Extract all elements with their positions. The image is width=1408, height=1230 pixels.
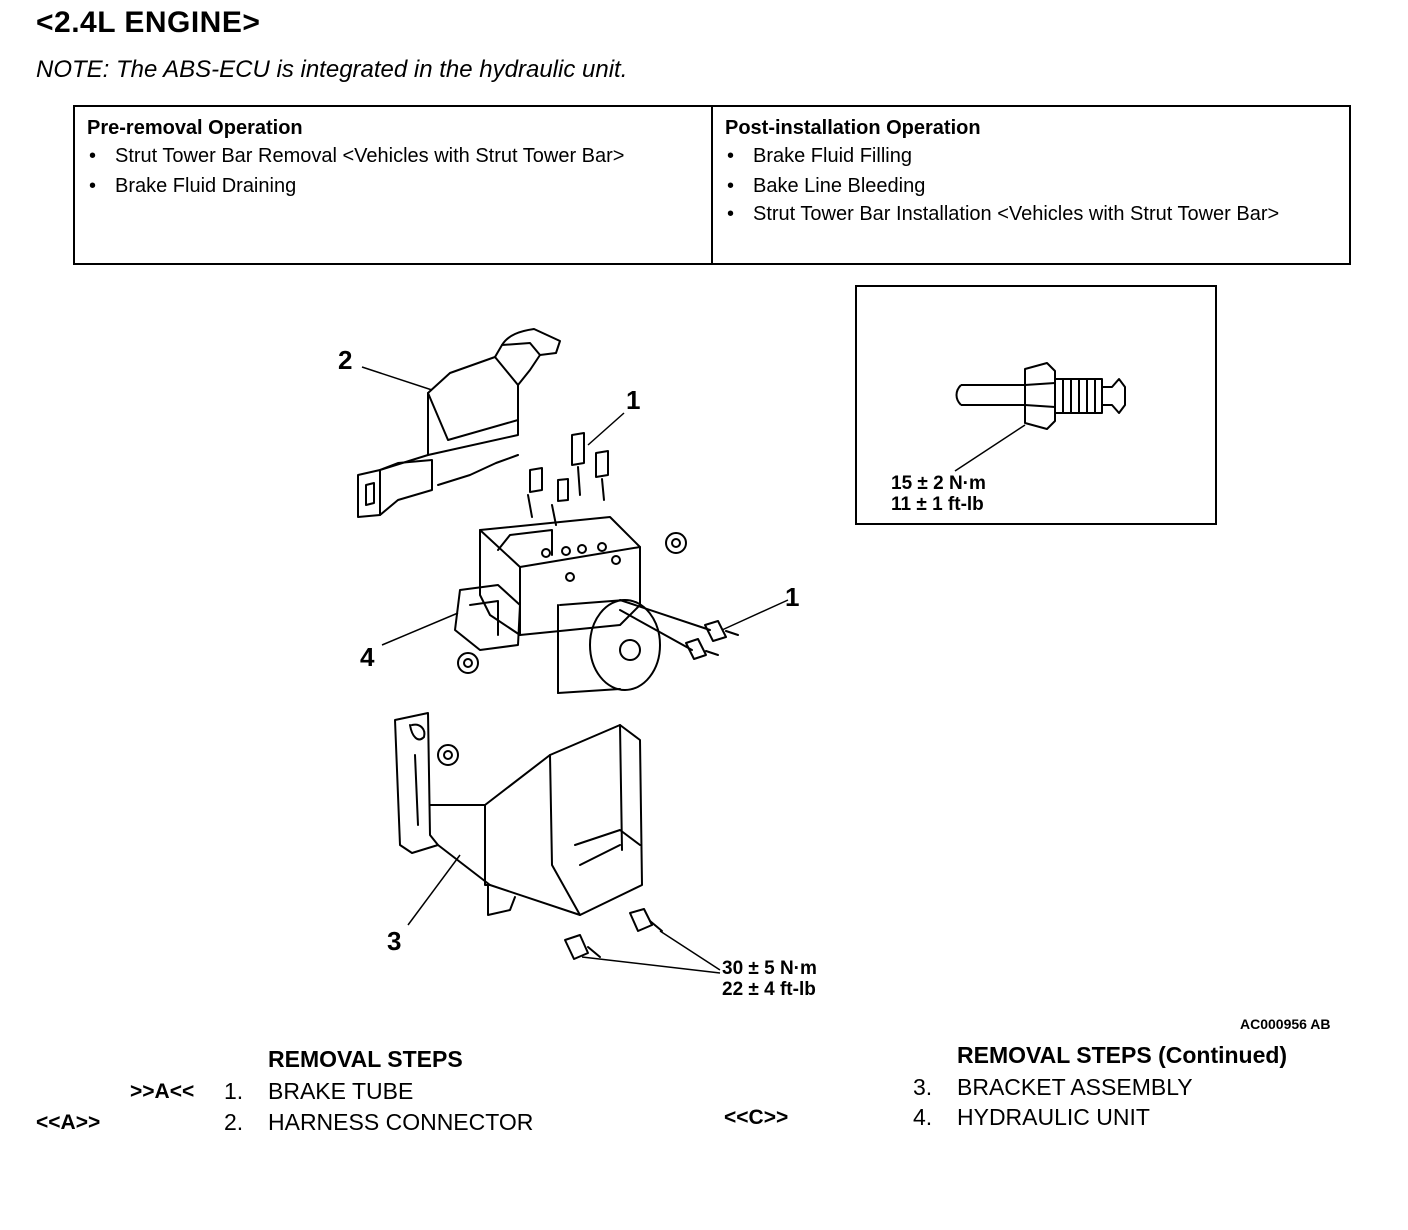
post-installation-column: Post-installation Operation •Brake Fluid… xyxy=(713,107,1349,263)
bullet-icon: • xyxy=(727,203,735,225)
step-mark: >>A<< xyxy=(130,1080,195,1103)
note-text: NOTE: The ABS-ECU is integrated in the h… xyxy=(36,56,628,83)
operations-table: Pre-removal Operation •Strut Tower Bar R… xyxy=(73,105,1351,265)
callout-1-top: 1 xyxy=(626,385,641,415)
step-label: HARNESS CONNECTOR xyxy=(268,1109,534,1135)
step-number: 2. xyxy=(224,1109,244,1135)
bracket-torque-label: 30 ± 5 N·m 22 ± 4 ft-lb xyxy=(722,958,817,1000)
callout-3: 3 xyxy=(387,926,402,956)
exploded-view-illustration: 2 1 1 4 3 30 ± 5 N·m 22 ± 4 ft-lb xyxy=(320,285,880,1010)
step-mark: <<A>> xyxy=(36,1111,101,1134)
step-label: HYDRAULIC UNIT xyxy=(957,1104,1150,1130)
bullet-icon: • xyxy=(727,175,735,197)
callout-4: 4 xyxy=(360,642,375,672)
figure-reference-code: AC000956 AB xyxy=(1240,1016,1331,1032)
bullet-icon: • xyxy=(89,175,97,197)
callout-2: 2 xyxy=(338,345,353,375)
step-number: 1. xyxy=(224,1078,244,1104)
callout-1-side: 1 xyxy=(785,582,800,612)
removal-steps-heading: REMOVAL STEPS xyxy=(268,1046,463,1072)
bullet-icon: • xyxy=(727,145,735,167)
page-title: <2.4L ENGINE> xyxy=(36,6,261,39)
step-mark: <<C>> xyxy=(724,1106,789,1129)
removal-steps-continued-heading: REMOVAL STEPS (Continued) xyxy=(957,1042,1288,1068)
flare-nut-drawing xyxy=(954,362,1126,472)
pre-removal-item: •Strut Tower Bar Removal <Vehicles with … xyxy=(89,145,625,167)
bullet-icon: • xyxy=(89,145,97,167)
fitting-torque-inset: 15 ± 2 N·m 11 ± 1 ft-lb xyxy=(855,285,1217,525)
fitting-torque-label: 15 ± 2 N·m 11 ± 1 ft-lb xyxy=(891,473,986,515)
pre-removal-item: •Brake Fluid Draining xyxy=(89,175,297,197)
post-installation-item: •Brake Fluid Filling xyxy=(727,145,912,167)
step-number: 4. xyxy=(913,1104,933,1130)
step-number: 3. xyxy=(913,1074,933,1100)
post-installation-heading: Post-installation Operation xyxy=(725,117,981,139)
step-label: BRACKET ASSEMBLY xyxy=(957,1074,1193,1100)
pre-removal-heading: Pre-removal Operation xyxy=(87,117,303,139)
step-label: BRAKE TUBE xyxy=(268,1078,414,1104)
post-installation-item: •Bake Line Bleeding xyxy=(727,175,926,197)
post-installation-item: •Strut Tower Bar Installation <Vehicles … xyxy=(727,203,1280,225)
pre-removal-column: Pre-removal Operation •Strut Tower Bar R… xyxy=(75,107,713,263)
hydraulic-unit-drawing xyxy=(357,328,789,974)
